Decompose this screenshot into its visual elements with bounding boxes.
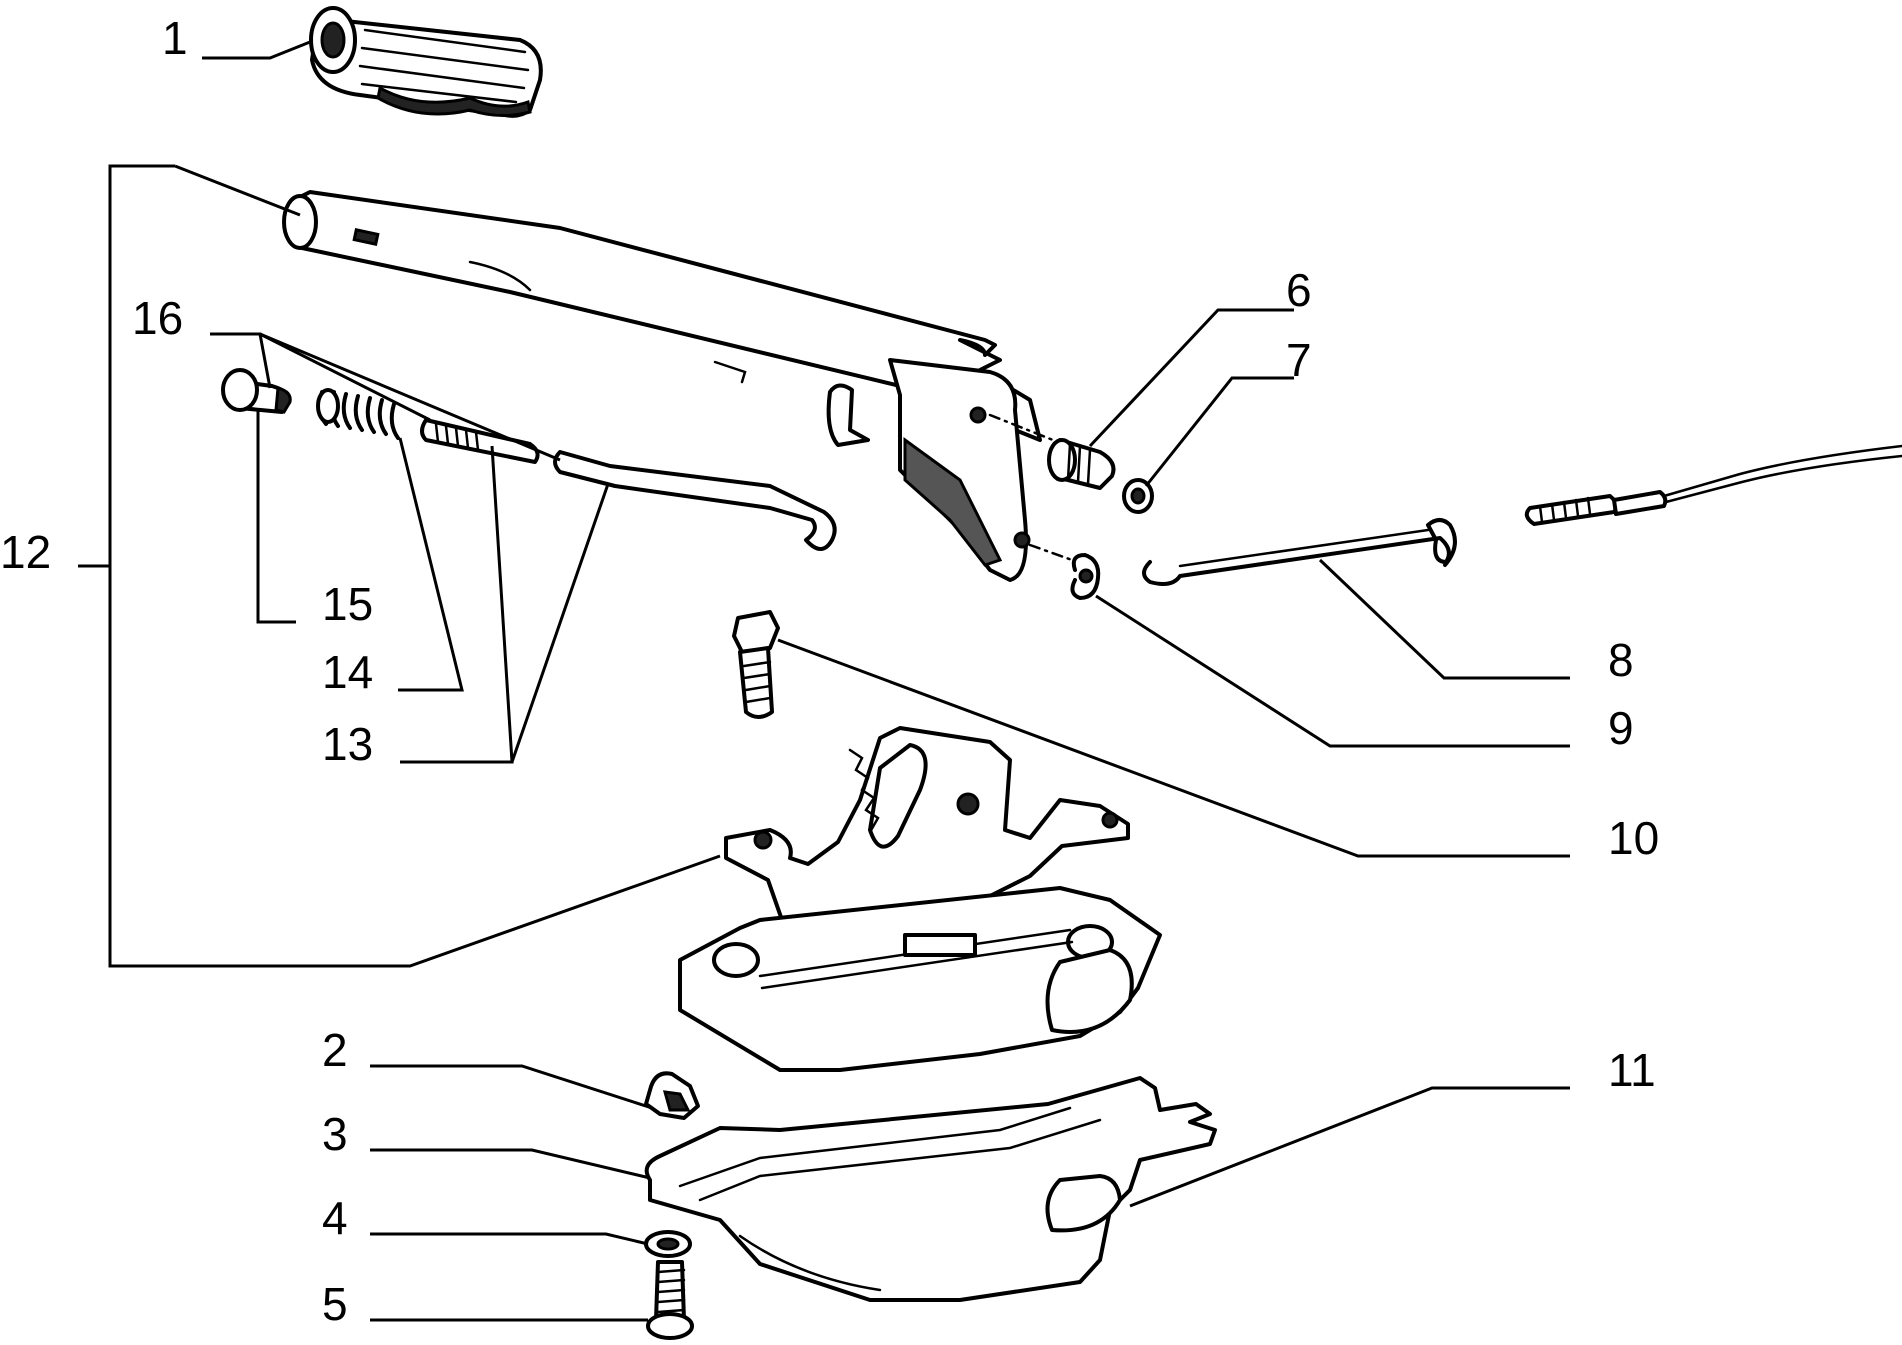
spring-part — [316, 388, 400, 440]
callout-4: 4 — [322, 1192, 348, 1244]
screw-part — [646, 1260, 694, 1340]
callout-1: 1 — [162, 12, 188, 64]
callout-8: 8 — [1608, 634, 1634, 686]
button-part — [221, 368, 292, 414]
callout-9: 9 — [1608, 702, 1634, 754]
rod-part — [420, 418, 837, 551]
callout-13: 13 — [322, 718, 373, 770]
callout-15: 15 — [322, 578, 373, 630]
lever-arm-part — [282, 190, 1074, 582]
clip-part — [1070, 553, 1101, 600]
cable-part — [1524, 444, 1902, 526]
callout-2: 2 — [322, 1024, 348, 1076]
sleeve-part — [1047, 438, 1116, 490]
housing-part — [644, 1076, 1217, 1302]
callout-labels: 1 2 3 4 5 6 7 8 9 10 11 12 13 14 15 16 — [0, 12, 1659, 1330]
grip-part — [309, 6, 543, 118]
callout-7: 7 — [1286, 334, 1312, 386]
slotted-plate-part — [678, 886, 1162, 1072]
callout-12: 12 — [0, 526, 51, 578]
washer-part — [1122, 478, 1154, 514]
bolt-part — [732, 610, 780, 719]
callout-5: 5 — [322, 1278, 348, 1330]
callout-10: 10 — [1608, 812, 1659, 864]
callout-11: 11 — [1608, 1044, 1656, 1096]
callout-3: 3 — [322, 1108, 348, 1160]
callout-16: 16 — [132, 292, 183, 344]
clip-nut-part — [644, 1071, 700, 1120]
leader-lines — [78, 40, 1570, 1322]
bottom-washer-part — [644, 1230, 692, 1258]
callout-14: 14 — [322, 646, 373, 698]
link-rod-part — [1142, 518, 1457, 586]
callout-6: 6 — [1286, 264, 1312, 316]
